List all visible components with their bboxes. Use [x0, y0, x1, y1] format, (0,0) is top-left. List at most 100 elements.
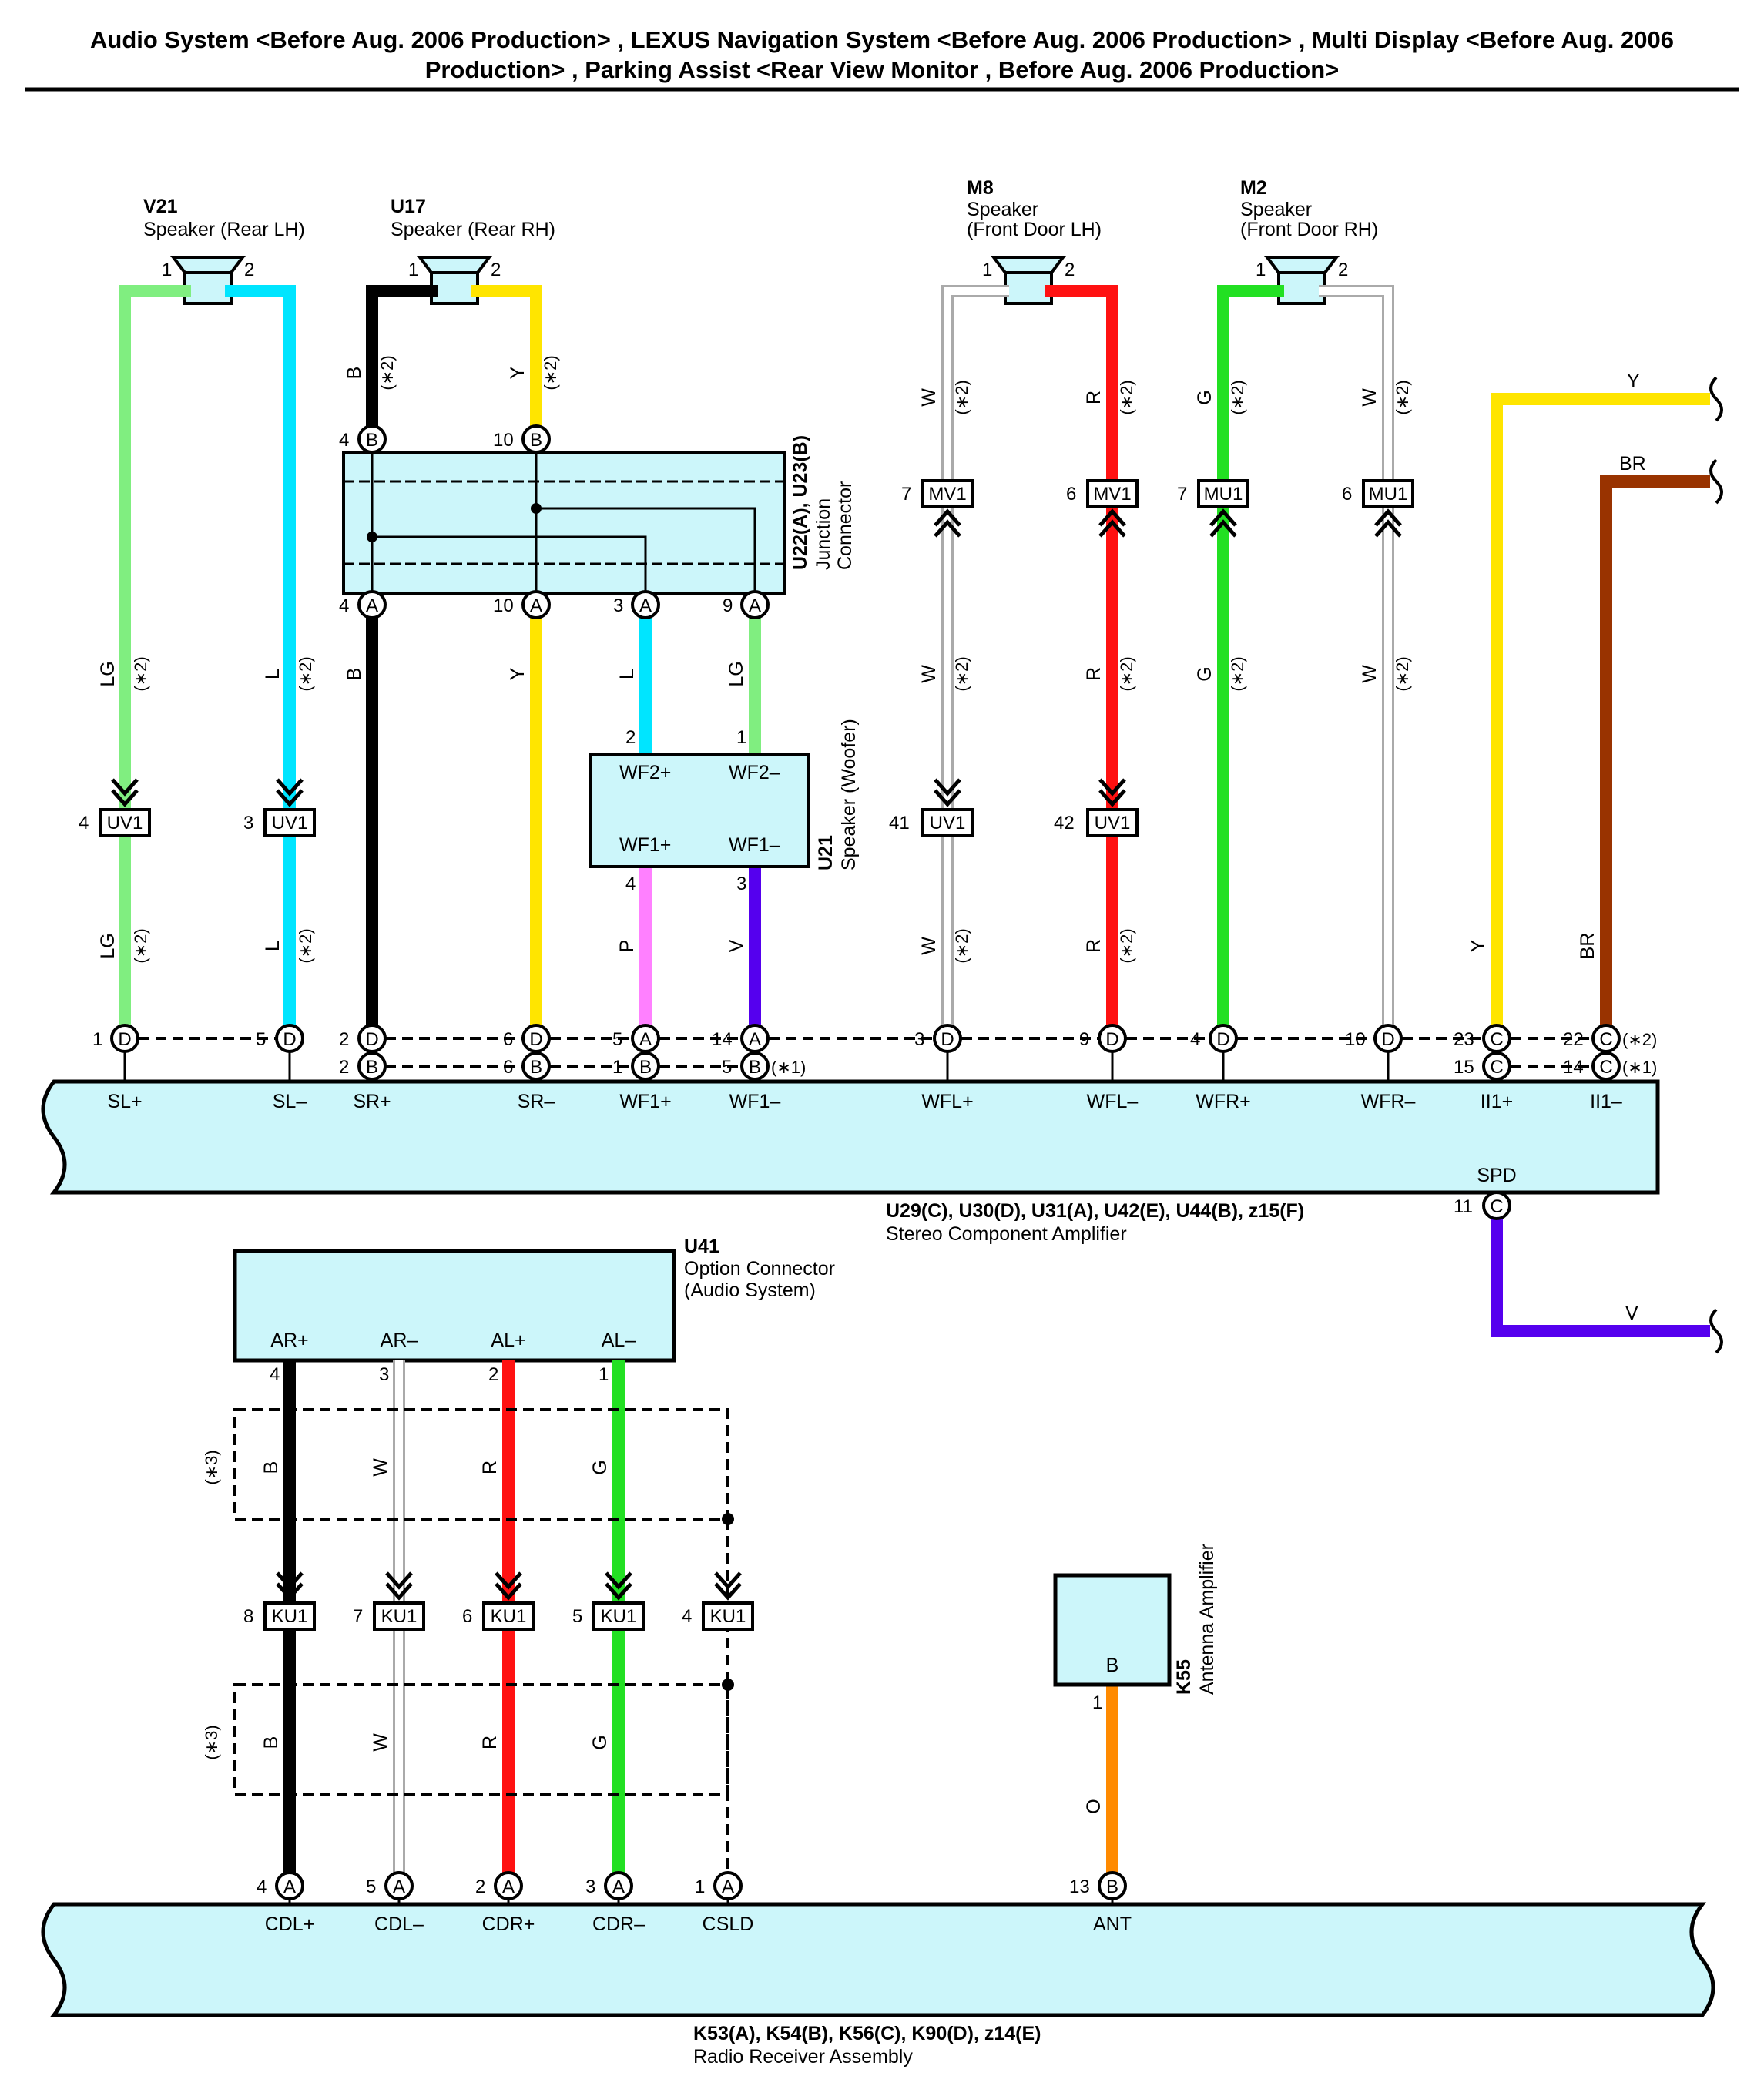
wire-label: B	[260, 1461, 282, 1474]
option-terminal: AR–	[381, 1330, 418, 1351]
splice-dot	[367, 532, 377, 542]
pin-number: 9	[1079, 1029, 1089, 1050]
pin-a5: A5	[612, 1024, 660, 1053]
pin-c11: C11	[1454, 1191, 1511, 1220]
wire-label: G	[589, 1460, 611, 1474]
radio-pins: A4 A5 A2 A3 A1 B13	[257, 1871, 1127, 1904]
connector-letter: C	[1599, 1029, 1612, 1050]
pin-number: 1	[1092, 1692, 1102, 1713]
amp-terminal: WFR+	[1196, 1091, 1251, 1112]
wire-label: G	[1194, 390, 1216, 404]
connector-uv1: UV1 41	[889, 778, 974, 837]
option-connector-box	[233, 1249, 676, 1363]
pin-d2: D2	[339, 1024, 387, 1053]
pin-number: 5	[572, 1606, 582, 1627]
note-label: (∗3)	[202, 1450, 221, 1484]
pin-number: 4	[257, 1876, 267, 1897]
speaker-u17: U17 Speaker (Rear RH) 1 2	[391, 196, 555, 305]
radio-id: K53(A), K54(B), K56(C), K90(D), z14(E)	[693, 2023, 1041, 2044]
pin-number: 2	[339, 1029, 349, 1050]
radio-terminal: ANT	[1093, 1913, 1132, 1935]
antenna-amplifier-box	[1053, 1573, 1172, 1687]
amp-pin-rows	[123, 1037, 1592, 1082]
pin-r1: A1	[695, 1871, 743, 1900]
pin-bb2: B2	[339, 1051, 387, 1081]
wire-l	[225, 285, 296, 1038]
connector-uv1: UV1 3	[243, 778, 316, 837]
connector-letter: A	[749, 595, 761, 616]
option-terminal: AL–	[602, 1330, 636, 1351]
pin-c14: C14(∗1)	[1563, 1051, 1657, 1081]
m8-id: M8	[967, 177, 994, 199]
connector-label: KU1	[601, 1606, 637, 1627]
connector-letter: A	[749, 1029, 761, 1050]
wire-labels-bottom: (∗3) B W R G (∗3) B W R G O	[202, 1450, 1105, 1813]
radio-receiver: CDL+ CDL– CDR+ CDR– CSLD ANT K53(A), K54…	[41, 1902, 1715, 2068]
wire-lg	[119, 285, 191, 1038]
connector-letter: A	[502, 1876, 515, 1897]
amplifier-box	[41, 1079, 1660, 1195]
connector-letter: D	[941, 1029, 954, 1050]
chevron-down-icon	[714, 1571, 742, 1601]
connector-letter: D	[529, 1029, 542, 1050]
pin-bb6: B6	[503, 1051, 551, 1081]
note-label: (∗2)	[1393, 380, 1412, 414]
u41-name2: (Audio System)	[684, 1279, 816, 1301]
junction-connector: U22(A), U23(B) Junction Connector	[342, 435, 856, 595]
pin-number: 3	[613, 595, 623, 616]
connector-mv1: MV1 7	[901, 479, 974, 538]
pin-number: 14	[712, 1029, 733, 1050]
v21-name: Speaker (Rear LH)	[143, 219, 305, 240]
wire-label: V	[1625, 1303, 1638, 1324]
connector-mv1: MV1 6	[1066, 479, 1139, 538]
chevron-down-icon	[1098, 778, 1126, 807]
junction-trace	[536, 507, 756, 593]
wire-label: L	[616, 669, 638, 679]
amp-terminal: WF1+	[619, 1091, 671, 1112]
chevron-up-icon	[934, 508, 961, 538]
connector-ku1: KU1 7	[353, 1571, 425, 1631]
pin-number: 14	[1563, 1057, 1584, 1078]
connector-label: UV1	[107, 813, 143, 833]
connector-label: MV1	[1093, 484, 1131, 505]
pin-number: 4	[625, 874, 636, 894]
pin-number: 7	[353, 1606, 363, 1627]
pin-number: 6	[503, 1057, 513, 1078]
wire-y	[471, 285, 542, 439]
shield-box	[233, 1408, 729, 1521]
woofer-box	[589, 753, 810, 868]
pin-bb5: B5(∗1)	[722, 1051, 806, 1081]
break-mark	[1709, 458, 1723, 505]
note-label: (∗2)	[296, 656, 315, 691]
connector-letter: A	[530, 595, 542, 616]
wire-label: BR	[1577, 933, 1598, 960]
pin-number: 2	[339, 1057, 349, 1078]
amp-terminal: SR–	[518, 1091, 555, 1112]
wire-label: R	[479, 1736, 501, 1749]
option-connector-u41: AR+ AR– AL+ AL– U41 Option Connector (Au…	[233, 1236, 835, 1385]
pin-c15: C15	[1454, 1051, 1511, 1081]
chevron-down-icon	[276, 1571, 304, 1601]
note-label: (∗2)	[296, 928, 315, 963]
connector-label: KU1	[381, 1606, 418, 1627]
pin-number: 3	[914, 1029, 924, 1050]
connector-letter: C	[1490, 1057, 1503, 1078]
pin-a10: A10	[493, 590, 551, 619]
connector-label: KU1	[491, 1606, 527, 1627]
pin-number: 2	[625, 727, 636, 748]
pin-number: 6	[1066, 484, 1076, 505]
amp-terminal: WFR–	[1361, 1091, 1416, 1112]
speaker-m2: M2 Speaker (Front Door RH) 1 2	[1240, 177, 1378, 305]
wire-label: Y	[1627, 371, 1640, 392]
amp-terminal: SPD	[1477, 1165, 1516, 1186]
pin-a3: A3	[613, 590, 660, 619]
junction-name2: Connector	[834, 481, 856, 570]
pin-number: 2	[475, 1876, 485, 1897]
terminal-label: WF2+	[619, 762, 671, 783]
wire-label: W	[370, 1733, 391, 1752]
connector-uv1: UV1 42	[1054, 778, 1139, 837]
amp-terminal: WF1–	[729, 1091, 781, 1112]
connector-letter: B	[1106, 1876, 1118, 1897]
wire-label: BR	[1619, 453, 1646, 475]
connector-label: MU1	[1204, 484, 1243, 505]
